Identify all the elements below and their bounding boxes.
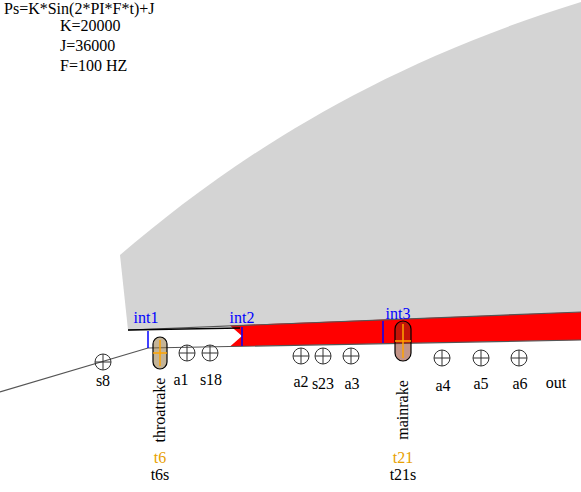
constant: K=20000	[60, 17, 121, 35]
interface-label: int2	[230, 309, 255, 327]
probe-symbol	[343, 348, 359, 364]
probe-label: a1	[173, 371, 188, 389]
probe-symbol	[434, 350, 450, 366]
probe-label: a5	[473, 375, 488, 393]
rake-id: t21	[393, 449, 413, 467]
rake-id: t6s	[151, 466, 170, 484]
formula: Ps=K*Sin(2*PI*F*t)+J	[4, 0, 155, 18]
probe-symbol	[315, 348, 331, 364]
rake-label: throatrake	[151, 378, 169, 443]
interface-label: int1	[134, 309, 159, 327]
rake-id: t6	[154, 449, 166, 467]
probe-label: a3	[344, 375, 359, 393]
probe-label: a4	[435, 377, 450, 395]
outlet-label: out	[546, 374, 566, 392]
probe-label: a6	[512, 375, 527, 393]
probe-label: s8	[96, 372, 110, 390]
probe-label: s23	[312, 375, 334, 393]
rake-label: mainrake	[394, 380, 412, 440]
rake-id: t21s	[390, 466, 417, 484]
constant: F=100 HZ	[60, 57, 127, 75]
probe-label: a2	[293, 373, 308, 391]
probe-symbol	[473, 350, 489, 366]
probe-symbol	[511, 350, 527, 366]
interface-label: int3	[386, 305, 411, 323]
probe-symbol	[179, 345, 195, 361]
probe-label: s18	[200, 371, 222, 389]
constant: J=36000	[60, 37, 115, 55]
probe-symbol	[202, 345, 218, 361]
probe-symbol	[95, 354, 111, 370]
probe-symbol	[293, 348, 309, 364]
